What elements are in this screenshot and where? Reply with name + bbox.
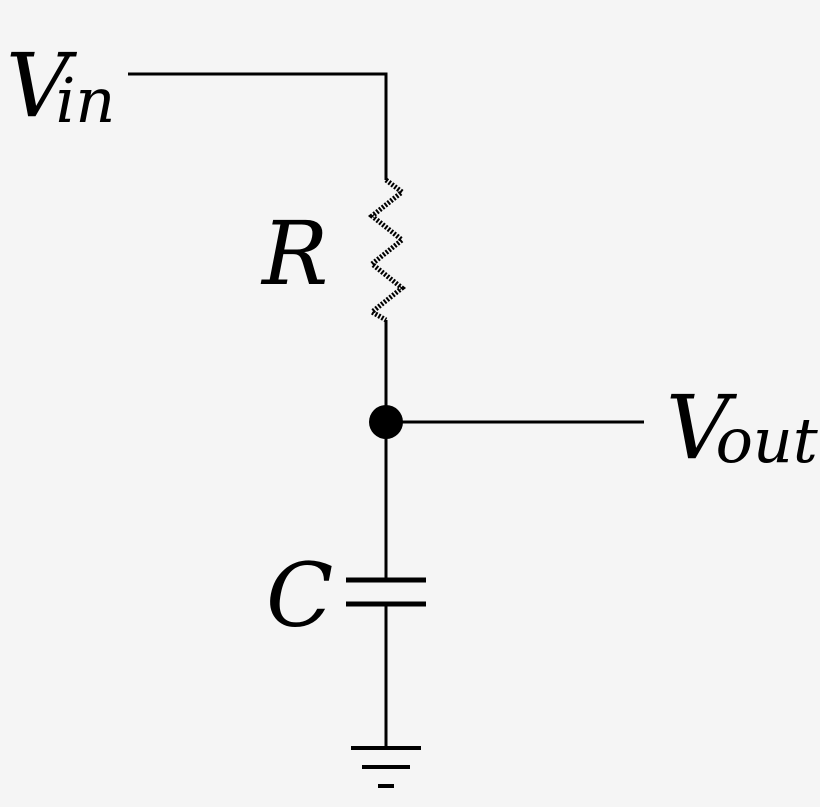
vin-label-main: V: [6, 34, 78, 137]
resistor-symbol: [367, 178, 407, 323]
vout-label-sub: out: [716, 404, 818, 477]
capacitor-symbol: [346, 577, 426, 607]
vout-label: Vout: [666, 376, 818, 479]
capacitor-label: C: [266, 544, 333, 647]
vin-label: Vin: [6, 34, 115, 137]
ground-symbol: [351, 746, 421, 788]
vout-label-main: V: [666, 376, 738, 479]
resistor-label: R: [260, 202, 328, 305]
vin-label-sub: in: [56, 64, 116, 137]
input-wire: [128, 72, 388, 180]
